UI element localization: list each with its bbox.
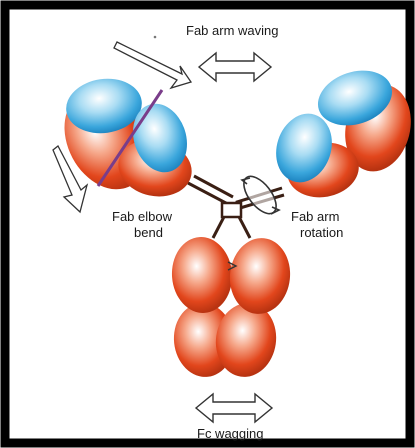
right-fab-arm xyxy=(268,62,415,203)
speck-mark xyxy=(154,36,157,39)
label-fab-elbow-bend-line2: bend xyxy=(134,225,163,241)
label-fc-wagging: Fc wagging xyxy=(197,426,263,442)
fc-domain-upper-left xyxy=(169,235,234,315)
label-fab-arm-rotation-line2: rotation xyxy=(300,225,343,241)
label-fab-elbow-bend-line1: Fab elbow xyxy=(112,209,172,225)
label-fab-arm-rotation-line1: Fab arm xyxy=(291,209,339,225)
fc-region xyxy=(169,235,293,381)
rotation-arrow-icon xyxy=(238,171,282,219)
label-fab-arm-waving: Fab arm waving xyxy=(186,23,278,39)
fc-wagging-arrow-icon xyxy=(196,394,272,422)
fc-domain-upper-right xyxy=(226,235,294,317)
elbow-bend-upper-arrow-icon xyxy=(114,42,191,88)
fab-arm-waving-arrow-icon xyxy=(199,53,271,81)
